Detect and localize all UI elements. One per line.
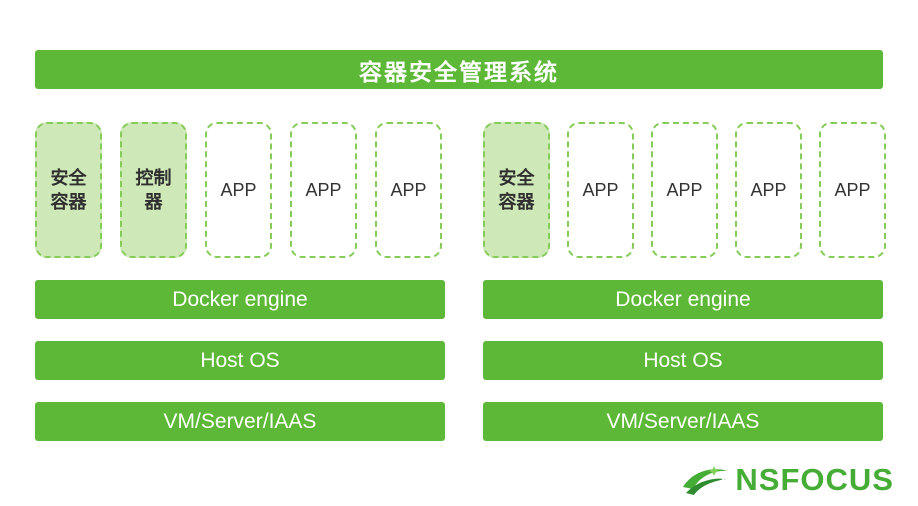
app-box-label: APP	[220, 179, 257, 200]
system-title: 容器安全管理系统	[359, 58, 559, 85]
app-box: APP	[205, 122, 272, 258]
app-box: APP	[567, 122, 634, 258]
nsfocus-wordmark: NSFOCUS	[735, 462, 894, 497]
app-box-label: APP	[834, 179, 871, 200]
app-box: APP	[735, 122, 802, 258]
container-box-label: 控制器	[135, 167, 172, 212]
layer-bar-label: Docker engine	[615, 287, 751, 311]
layer-bar-label: Host OS	[643, 348, 723, 372]
layer-bar-label: VM/Server/IAAS	[163, 409, 317, 433]
app-box-label: APP	[666, 179, 703, 200]
layer-bar-docker-engine-left: Docker engine	[35, 280, 445, 319]
layer-bar-vm-server-iaas-right: VM/Server/IAAS	[483, 402, 883, 441]
layer-bar-label: Docker engine	[172, 287, 308, 311]
layer-bar-label: VM/Server/IAAS	[606, 409, 760, 433]
left-container-row: 安全容器 控制器 APP APP APP	[35, 122, 442, 258]
nsfocus-logo: NSFOCUS	[681, 462, 894, 498]
app-box-label: APP	[305, 179, 342, 200]
container-box-label: 安全容器	[50, 167, 87, 212]
nsfocus-swirl-icon	[681, 462, 729, 498]
layer-bar-host-os-left: Host OS	[35, 341, 445, 380]
right-container-row: 安全容器 APP APP APP APP	[483, 122, 886, 258]
app-box: APP	[651, 122, 718, 258]
container-box-label: 安全容器	[498, 167, 535, 212]
layer-bar-docker-engine-right: Docker engine	[483, 280, 883, 319]
layer-bar-host-os-right: Host OS	[483, 341, 883, 380]
app-box: APP	[290, 122, 357, 258]
app-box: APP	[819, 122, 886, 258]
container-box-security: 安全容器	[483, 122, 550, 258]
app-box: APP	[375, 122, 442, 258]
app-box-label: APP	[390, 179, 427, 200]
container-box-security: 安全容器	[35, 122, 102, 258]
layer-bar-label: Host OS	[200, 348, 280, 372]
container-box-controller: 控制器	[120, 122, 187, 258]
app-box-label: APP	[582, 179, 619, 200]
layer-bar-vm-server-iaas-left: VM/Server/IAAS	[35, 402, 445, 441]
app-box-label: APP	[750, 179, 787, 200]
system-title-banner: 容器安全管理系统	[35, 50, 883, 89]
